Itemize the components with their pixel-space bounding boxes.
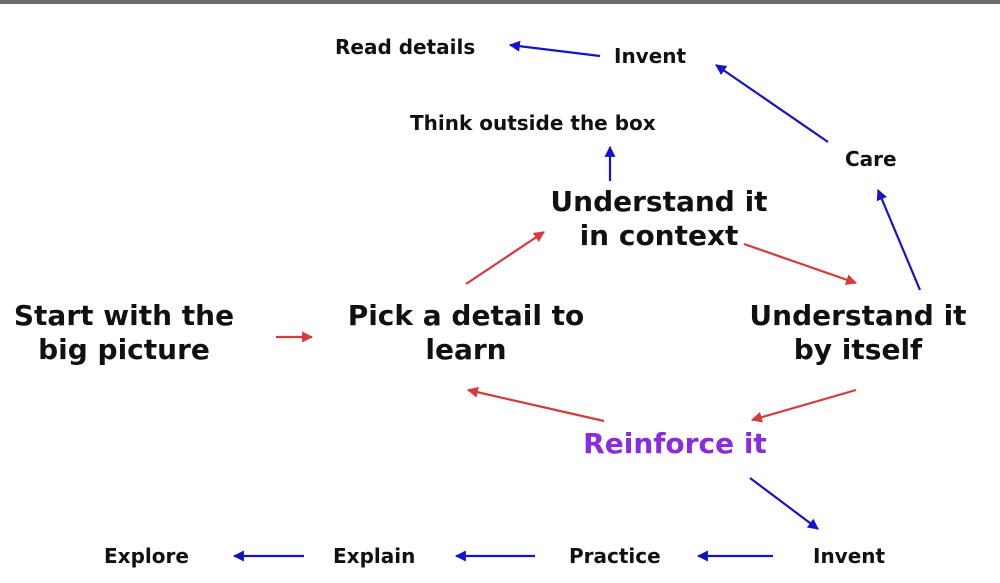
node-start-line2: big picture	[38, 332, 210, 366]
node-explore: Explore	[104, 544, 189, 568]
node-pick-detail: Pick a detail to learn	[326, 299, 606, 366]
node-understand-context: Understand it in context	[530, 185, 788, 252]
node-pick-line2: learn	[425, 332, 507, 366]
node-practice: Practice	[569, 544, 661, 568]
node-itself-line1: Understand it	[749, 299, 967, 332]
node-start-line1: Start with the	[13, 299, 235, 332]
node-reinforce: Reinforce it	[583, 427, 767, 460]
arrow-reinforce-to-invent	[749, 477, 819, 530]
arrow-itself-to-reinforce	[750, 388, 857, 423]
node-itself-line2: by itself	[793, 332, 923, 366]
node-think-outside-box: Think outside the box	[410, 111, 656, 135]
node-read-details: Read details	[335, 35, 476, 59]
arrow-pick-to-context	[465, 231, 545, 285]
arrow-reinforce-to-pick	[466, 386, 605, 423]
node-explain: Explain	[333, 544, 416, 568]
node-pick-line1: Pick a detail to	[347, 299, 585, 332]
node-start-big-picture: Start with the big picture	[0, 299, 248, 366]
arrow-care-to-invent	[715, 64, 829, 143]
node-invent-bottom: Invent	[813, 544, 886, 568]
top-border	[0, 0, 1000, 4]
node-context-line2: in context	[579, 218, 739, 252]
arrow-context-to-itself	[743, 242, 858, 285]
node-care: Care	[845, 147, 897, 171]
node-context-line1: Understand it	[550, 185, 768, 218]
arrow-itself-to-care	[876, 188, 922, 291]
arrow-invent-to-read	[508, 40, 601, 58]
node-invent-top: Invent	[614, 44, 687, 68]
node-understand-itself: Understand it by itself	[728, 299, 988, 366]
